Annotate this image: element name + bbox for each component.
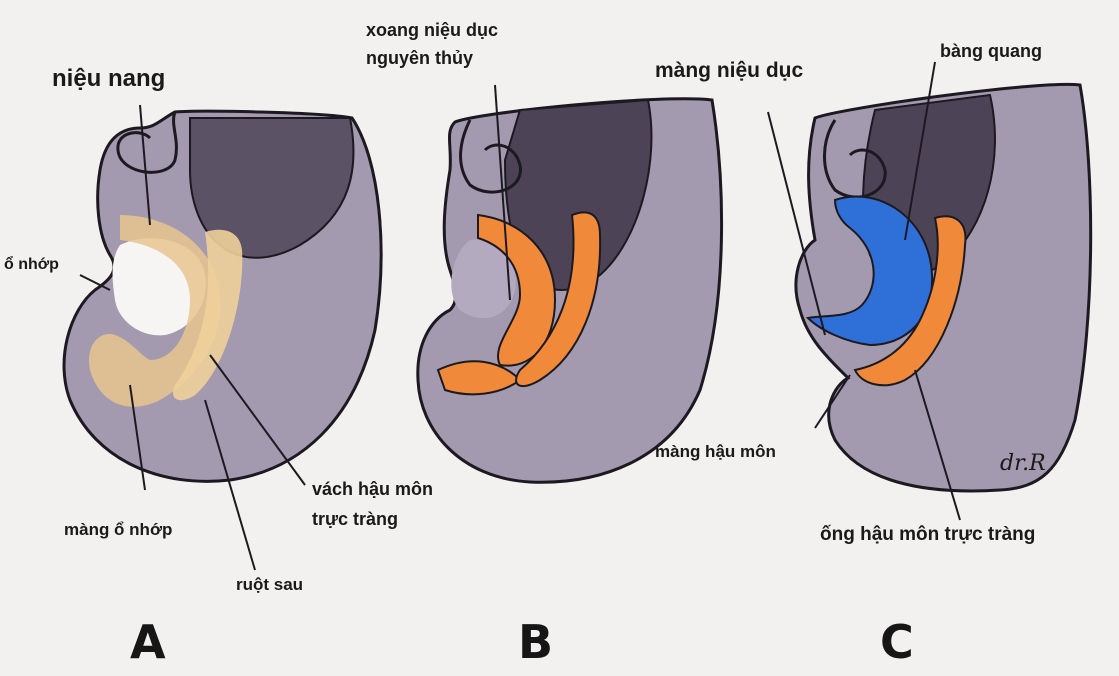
leader-cloacal-membrane — [129, 384, 146, 491]
label-urorectal-septum-line2: trực tràng — [312, 509, 398, 529]
label-allantois: niệu nang — [52, 65, 165, 92]
leader-anorectal-canal — [914, 369, 961, 521]
leader-allantois — [139, 104, 151, 226]
panel-b — [416, 84, 724, 484]
leader-bladder — [904, 61, 936, 241]
leader-anal-membrane — [814, 374, 851, 429]
panel-b-hindgut — [515, 211, 602, 388]
panel-b-notch — [451, 239, 516, 319]
label-urogenital-sinus-line1: xoang niệu dục — [366, 20, 498, 40]
label-cloacal-membrane: màng ổ nhớp — [64, 520, 172, 539]
leader-urogenital-membrane — [767, 111, 826, 336]
leader-hindgut — [204, 399, 256, 571]
panel-letter-c: C — [880, 615, 914, 669]
label-hindgut: ruột sau — [236, 575, 303, 594]
panel-b-urogenital-sinus — [477, 213, 557, 367]
panel-a-dorsal — [189, 117, 355, 259]
leader-urorectal-septum — [209, 354, 306, 486]
leader-urogenital-sinus — [494, 84, 511, 301]
panel-a-endoderm-outer — [172, 229, 243, 401]
panel-b-allantois — [459, 119, 522, 194]
panel-a-endoderm-inner — [89, 215, 221, 407]
leader-cloaca — [79, 274, 111, 291]
panel-c-anorectal-canal — [853, 215, 967, 387]
label-anorectal-canal: ống hậu môn trực tràng — [820, 524, 1035, 545]
panel-c — [767, 61, 1093, 521]
label-anal-membrane: màng hậu môn — [655, 442, 776, 461]
panel-c-bladder — [805, 195, 934, 347]
panel-letter-a: A — [130, 615, 166, 669]
label-urogenital-membrane: màng niệu dục — [655, 59, 804, 82]
label-cloaca: ổ nhớp — [4, 255, 59, 273]
label-urorectal-septum-line1: vách hậu môn — [312, 479, 433, 499]
panel-c-allantois — [823, 119, 887, 199]
label-bladder: bàng quang — [940, 41, 1042, 61]
panel-letter-b: B — [518, 615, 553, 669]
panel-a — [62, 104, 383, 571]
label-urogenital-sinus-line2: nguyên thủy — [366, 48, 473, 68]
signature: dr.R — [1000, 451, 1046, 476]
